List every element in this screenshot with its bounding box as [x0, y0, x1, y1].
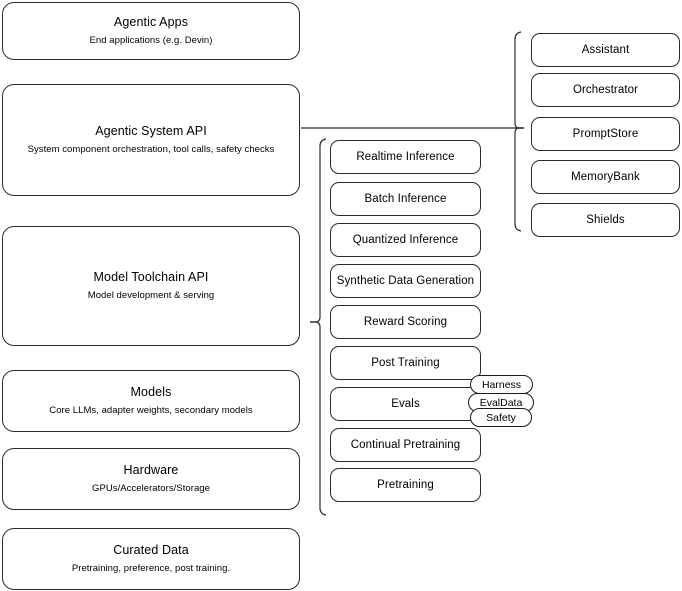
layer-subtitle: System component orchestration, tool cal… — [27, 144, 275, 156]
item-label: Reward Scoring — [363, 315, 448, 328]
layer-subtitle: GPUs/Accelerators/Storage — [92, 483, 210, 495]
layer-subtitle: Core LLMs, adapter weights, secondary mo… — [49, 405, 253, 417]
agentic-component-promptstore[interactable]: PromptStore — [531, 117, 680, 151]
item-label: Orchestrator — [572, 83, 639, 96]
eval-tag-harness[interactable]: Harness — [470, 375, 533, 394]
toolchain-item-post-training[interactable]: Post Training — [330, 346, 481, 380]
stack-layer-agentic-system-api[interactable]: Agentic System API System component orch… — [2, 84, 300, 196]
layer-title: Model Toolchain API — [93, 269, 209, 284]
item-label: Synthetic Data Generation — [336, 274, 475, 287]
bracket-toolchain-lower — [310, 321, 327, 516]
item-label: Evals — [391, 397, 420, 410]
toolchain-item-batch-inference[interactable]: Batch Inference — [330, 182, 481, 216]
eval-tag-safety[interactable]: Safety — [470, 408, 532, 427]
layer-title: Models — [130, 384, 172, 399]
agentic-component-shields[interactable]: Shields — [531, 203, 680, 237]
layer-title: Agentic System API — [95, 123, 207, 138]
item-label: Pretraining — [377, 478, 434, 491]
agentic-component-assistant[interactable]: Assistant — [531, 33, 680, 67]
bracket-toolchain-upper — [310, 138, 327, 323]
toolchain-item-pretraining[interactable]: Pretraining — [330, 468, 481, 502]
agentic-component-memorybank[interactable]: MemoryBank — [531, 160, 680, 194]
bracket-agentic-components-lower — [514, 127, 524, 232]
item-label: Post Training — [371, 356, 440, 369]
layer-subtitle: Pretraining, preference, post training. — [71, 563, 231, 575]
item-label: Quantized Inference — [352, 233, 459, 246]
stack-layer-model-toolchain-api[interactable]: Model Toolchain API Model development & … — [2, 226, 300, 346]
layer-title: Agentic Apps — [113, 14, 189, 29]
toolchain-item-continual-pretraining[interactable]: Continual Pretraining — [330, 428, 481, 462]
item-label: Assistant — [581, 43, 630, 56]
toolchain-item-realtime-inference[interactable]: Realtime Inference — [330, 140, 481, 174]
item-label: MemoryBank — [571, 170, 640, 183]
bracket-agentic-components-upper — [514, 31, 524, 129]
agentic-component-orchestrator[interactable]: Orchestrator — [531, 73, 680, 107]
stack-layer-models[interactable]: Models Core LLMs, adapter weights, secon… — [2, 370, 300, 432]
toolchain-item-reward-scoring[interactable]: Reward Scoring — [330, 305, 481, 339]
toolchain-item-quantized-inference[interactable]: Quantized Inference — [330, 223, 481, 257]
item-label: Shields — [586, 213, 625, 226]
item-label: Batch Inference — [364, 192, 447, 205]
item-label: PromptStore — [572, 127, 639, 140]
item-label: Continual Pretraining — [350, 438, 461, 451]
layer-subtitle: Model development & serving — [87, 290, 215, 302]
layer-title: Hardware — [123, 462, 179, 477]
toolchain-item-synthetic-data-generation[interactable]: Synthetic Data Generation — [330, 264, 481, 298]
stack-layer-hardware[interactable]: Hardware GPUs/Accelerators/Storage — [2, 448, 300, 510]
layer-subtitle: End applications (e.g. Devin) — [89, 35, 213, 47]
toolchain-item-evals[interactable]: Evals — [330, 387, 481, 421]
stack-layer-agentic-apps[interactable]: Agentic Apps End applications (e.g. Devi… — [2, 2, 300, 60]
item-label: Realtime Inference — [356, 150, 455, 163]
layer-title: Curated Data — [113, 542, 189, 557]
stack-layer-curated-data[interactable]: Curated Data Pretraining, preference, po… — [2, 528, 300, 590]
